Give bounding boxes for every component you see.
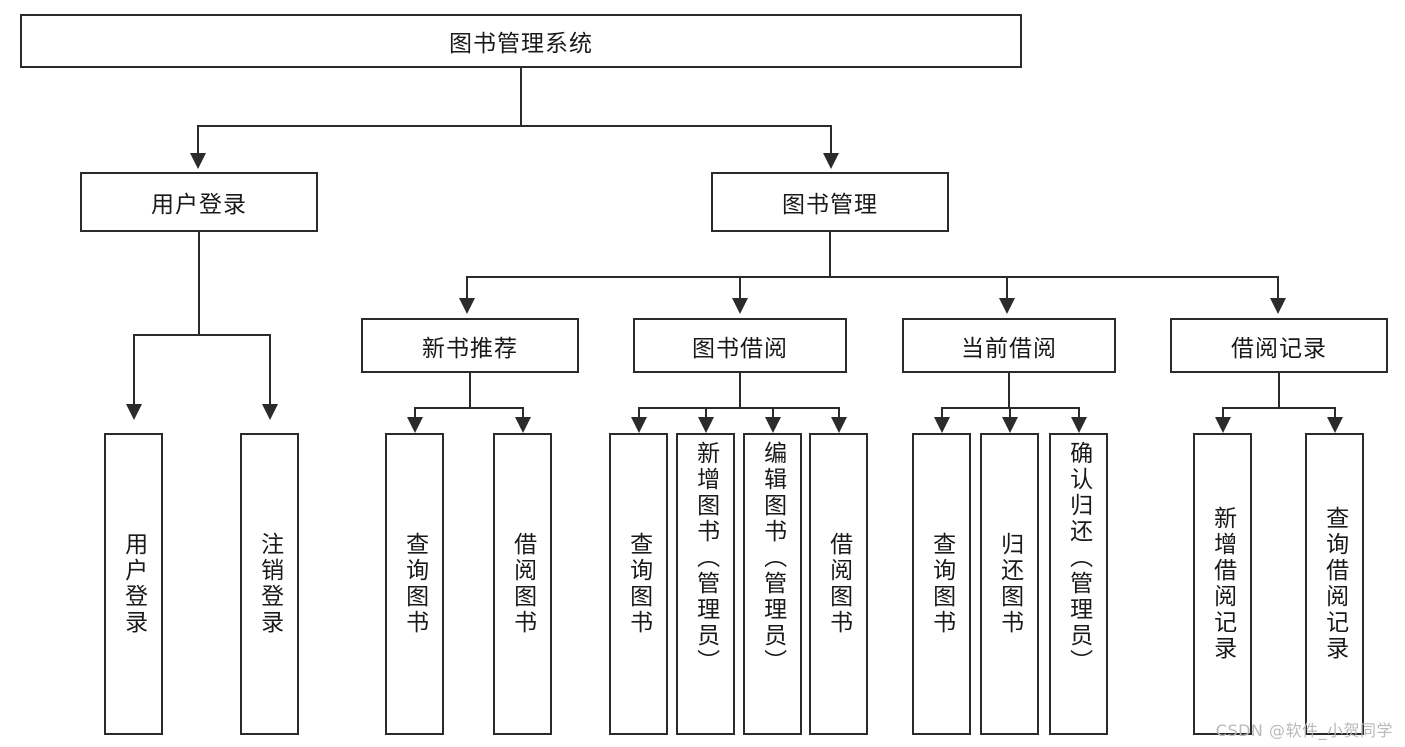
node-label: 新增图书（管理员） xyxy=(692,441,719,675)
leaf-new-book-query[interactable]: 查询图书 xyxy=(385,433,444,735)
edge-root-stem xyxy=(520,68,522,126)
node-label: 图书借阅 xyxy=(692,335,788,362)
edge-book-borrow-to-edit xyxy=(772,407,774,419)
arrow-borrow-record-to-add xyxy=(1215,417,1231,433)
arrow-user-login-to-login xyxy=(126,404,142,420)
leaf-user-logout[interactable]: 注销登录 xyxy=(240,433,299,735)
edge-book-borrow-bus xyxy=(638,407,838,409)
node-label: 查询借阅记录 xyxy=(1321,506,1348,662)
edge-root-to-book-mgmt xyxy=(830,125,832,155)
arrow-root-to-book-mgmt xyxy=(823,153,839,169)
edge-borrow-record-stem xyxy=(1278,373,1280,408)
node-user-login[interactable]: 用户登录 xyxy=(80,172,318,232)
edge-book-mgmt-to-new-book xyxy=(466,276,468,300)
node-label: 借阅图书 xyxy=(509,532,536,636)
node-current-borrow[interactable]: 当前借阅 xyxy=(902,318,1116,373)
edge-borrow-record-to-add xyxy=(1222,407,1224,419)
arrow-current-borrow-to-return xyxy=(1002,417,1018,433)
node-label: 新增借阅记录 xyxy=(1209,506,1236,662)
edge-new-book-stem xyxy=(469,373,471,408)
edge-borrow-record-bus xyxy=(1222,407,1336,409)
arrow-book-mgmt-to-borrow xyxy=(732,298,748,314)
leaf-borrow-lend-book[interactable]: 借阅图书 xyxy=(809,433,868,735)
node-label: 新书推荐 xyxy=(422,335,518,362)
edge-book-mgmt-to-borrow xyxy=(739,276,741,300)
arrow-book-mgmt-to-current xyxy=(999,298,1015,314)
leaf-current-query-book[interactable]: 查询图书 xyxy=(912,433,971,735)
leaf-current-return-book[interactable]: 归还图书 xyxy=(980,433,1039,735)
arrow-book-borrow-to-edit xyxy=(765,417,781,433)
node-root-library-system[interactable]: 图书管理系统 xyxy=(20,14,1022,68)
edge-book-borrow-to-query xyxy=(638,407,640,419)
leaf-borrow-add-book[interactable]: 新增图书（管理员） xyxy=(676,433,735,735)
node-label: 当前借阅 xyxy=(961,335,1057,362)
arrow-root-to-user-login xyxy=(190,153,206,169)
node-borrow-record[interactable]: 借阅记录 xyxy=(1170,318,1388,373)
edge-new-book-to-query xyxy=(414,407,416,419)
edge-new-book-bus xyxy=(414,407,524,409)
leaf-current-confirm-return[interactable]: 确认归还（管理员） xyxy=(1049,433,1108,735)
arrow-book-borrow-to-add xyxy=(698,417,714,433)
node-label: 编辑图书（管理员） xyxy=(759,441,786,675)
arrow-book-mgmt-to-record xyxy=(1270,298,1286,314)
leaf-record-add[interactable]: 新增借阅记录 xyxy=(1193,433,1252,735)
leaf-borrow-query-book[interactable]: 查询图书 xyxy=(609,433,668,735)
node-label: 图书管理 xyxy=(782,192,878,218)
edge-user-login-to-login xyxy=(133,334,135,406)
node-label: 归还图书 xyxy=(996,532,1023,636)
edge-user-login-bus xyxy=(133,334,271,336)
edge-borrow-record-to-query xyxy=(1334,407,1336,419)
edge-current-borrow-to-confirm xyxy=(1078,407,1080,419)
node-label: 借阅记录 xyxy=(1231,335,1327,362)
node-label: 借阅图书 xyxy=(825,532,852,636)
csdn-watermark: CSDN @软件_小贺同学 xyxy=(1215,721,1393,740)
edge-root-to-user-login xyxy=(197,125,199,155)
edge-new-book-to-borrow xyxy=(522,407,524,419)
arrow-book-mgmt-to-new-book xyxy=(459,298,475,314)
edge-book-borrow-to-add xyxy=(705,407,707,419)
edge-user-login-stem xyxy=(198,232,200,335)
node-label: 用户登录 xyxy=(120,532,147,636)
node-label: 确认归还（管理员） xyxy=(1065,441,1092,675)
node-label: 用户登录 xyxy=(151,192,247,218)
node-label: 查询图书 xyxy=(928,532,955,636)
edge-book-borrow-stem xyxy=(739,373,741,408)
arrow-book-borrow-to-lend xyxy=(831,417,847,433)
leaf-new-book-borrow[interactable]: 借阅图书 xyxy=(493,433,552,735)
node-book-borrow[interactable]: 图书借阅 xyxy=(633,318,847,373)
edge-current-borrow-stem xyxy=(1008,373,1010,408)
edge-book-borrow-to-lend xyxy=(838,407,840,419)
leaf-borrow-edit-book[interactable]: 编辑图书（管理员） xyxy=(743,433,802,735)
edge-book-mgmt-to-record xyxy=(1277,276,1279,300)
node-label: 图书管理系统 xyxy=(449,31,593,57)
edge-user-login-to-logout xyxy=(269,334,271,406)
leaf-user-login[interactable]: 用户登录 xyxy=(104,433,163,735)
node-label: 查询图书 xyxy=(625,532,652,636)
node-new-book-recommend[interactable]: 新书推荐 xyxy=(361,318,579,373)
node-label: 查询图书 xyxy=(401,532,428,636)
arrow-current-borrow-to-confirm xyxy=(1071,417,1087,433)
edge-current-borrow-to-return xyxy=(1009,407,1011,419)
arrow-current-borrow-to-query xyxy=(934,417,950,433)
edge-current-borrow-to-query xyxy=(941,407,943,419)
edge-book-mgmt-bus xyxy=(466,276,1278,278)
edge-book-mgmt-stem xyxy=(829,232,831,277)
arrow-user-login-to-logout xyxy=(262,404,278,420)
arrow-borrow-record-to-query xyxy=(1327,417,1343,433)
edge-root-bus xyxy=(197,125,832,127)
leaf-record-query[interactable]: 查询借阅记录 xyxy=(1305,433,1364,735)
node-label: 注销登录 xyxy=(256,532,283,636)
node-book-management[interactable]: 图书管理 xyxy=(711,172,949,232)
arrow-new-book-to-borrow xyxy=(515,417,531,433)
arrow-new-book-to-query xyxy=(407,417,423,433)
arrow-book-borrow-to-query xyxy=(631,417,647,433)
edge-book-mgmt-to-current xyxy=(1006,276,1008,300)
